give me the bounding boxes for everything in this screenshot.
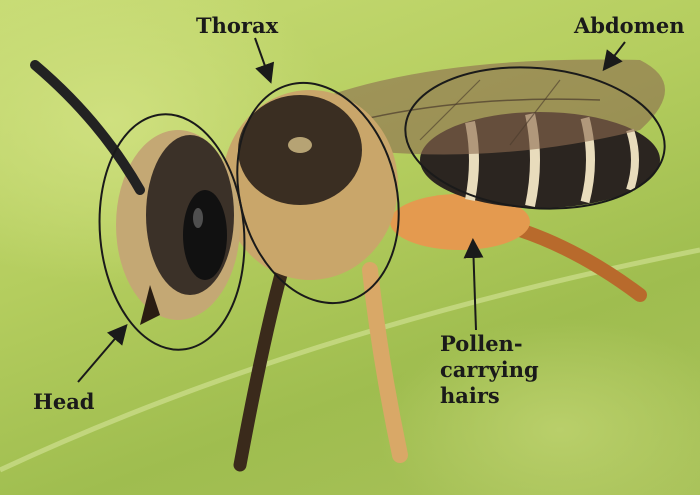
middle-leg bbox=[370, 270, 400, 455]
abdomen-label: Abdomen bbox=[574, 14, 685, 38]
thorax-arrow bbox=[255, 38, 270, 80]
thorax-label: Thorax bbox=[196, 14, 278, 38]
thorax-highlight bbox=[288, 137, 312, 153]
eye-highlight bbox=[193, 208, 203, 228]
compound-eye bbox=[183, 190, 227, 280]
antenna bbox=[35, 65, 140, 190]
leaf-vein bbox=[0, 250, 700, 470]
pollen-arrow bbox=[473, 242, 476, 330]
head-label: Head bbox=[33, 390, 95, 414]
head-arrow bbox=[78, 327, 125, 382]
pollen-hairs-label: Pollen- carrying hairs bbox=[440, 331, 539, 409]
